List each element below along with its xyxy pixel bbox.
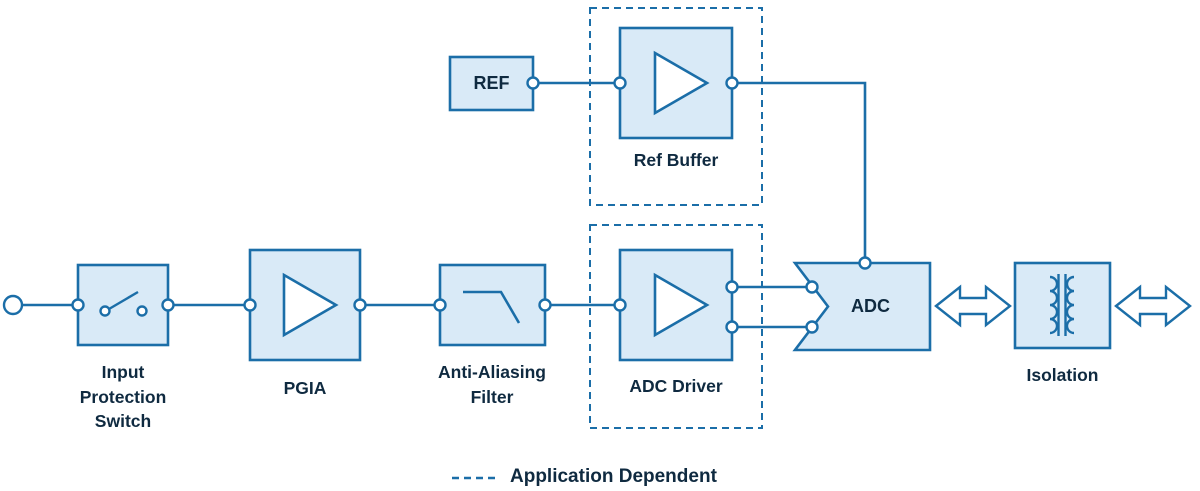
legend-label: Application Dependent: [510, 466, 717, 487]
node: [243, 298, 257, 312]
node: [538, 298, 552, 312]
node: [725, 280, 739, 294]
pgia-label: PGIA: [283, 378, 327, 398]
node: [725, 320, 739, 334]
ref-label: REF: [473, 73, 510, 93]
input-terminal: [2, 294, 24, 316]
amplifier-icon: [653, 50, 710, 116]
ref-buffer-dashed-region: [589, 7, 763, 206]
terminals: [2, 76, 872, 334]
node: [433, 298, 447, 312]
node: [353, 298, 367, 312]
switch-icon: [99, 290, 148, 317]
isolation-label: Isolation: [1026, 365, 1099, 385]
bidirectional-arrow-icon: [934, 284, 1012, 328]
node: [526, 76, 540, 90]
amplifier-icon: [282, 272, 339, 338]
bidirectional-arrow-icon: [1114, 284, 1192, 328]
node: [805, 280, 819, 294]
wires: [22, 81, 867, 329]
transformer-icon: [1049, 274, 1075, 336]
node: [725, 76, 739, 90]
anti-aliasing-filter-box: [438, 263, 547, 347]
node: [613, 76, 627, 90]
input-protection-switch-box: [76, 263, 170, 347]
isolation-box: [1013, 261, 1112, 350]
node: [858, 256, 872, 270]
anti-aliasing-filter-label: Anti-Aliasing Filter: [438, 362, 546, 407]
lowpass-filter-icon: [463, 290, 521, 324]
adc-label: ADC: [851, 296, 890, 316]
node: [71, 298, 85, 312]
amplifier-icon: [653, 272, 710, 338]
input-protection-switch-label: Input Protection Switch: [79, 362, 167, 431]
ref-buffer-label: Ref Buffer: [633, 150, 719, 170]
node: [613, 298, 627, 312]
adc-driver-label: ADC Driver: [629, 376, 723, 396]
wire-refbuffer-to-adc: [732, 81, 867, 263]
adc-driver-dashed-region: [589, 224, 763, 429]
adc-shape: [792, 261, 932, 352]
node: [805, 320, 819, 334]
node: [161, 298, 175, 312]
